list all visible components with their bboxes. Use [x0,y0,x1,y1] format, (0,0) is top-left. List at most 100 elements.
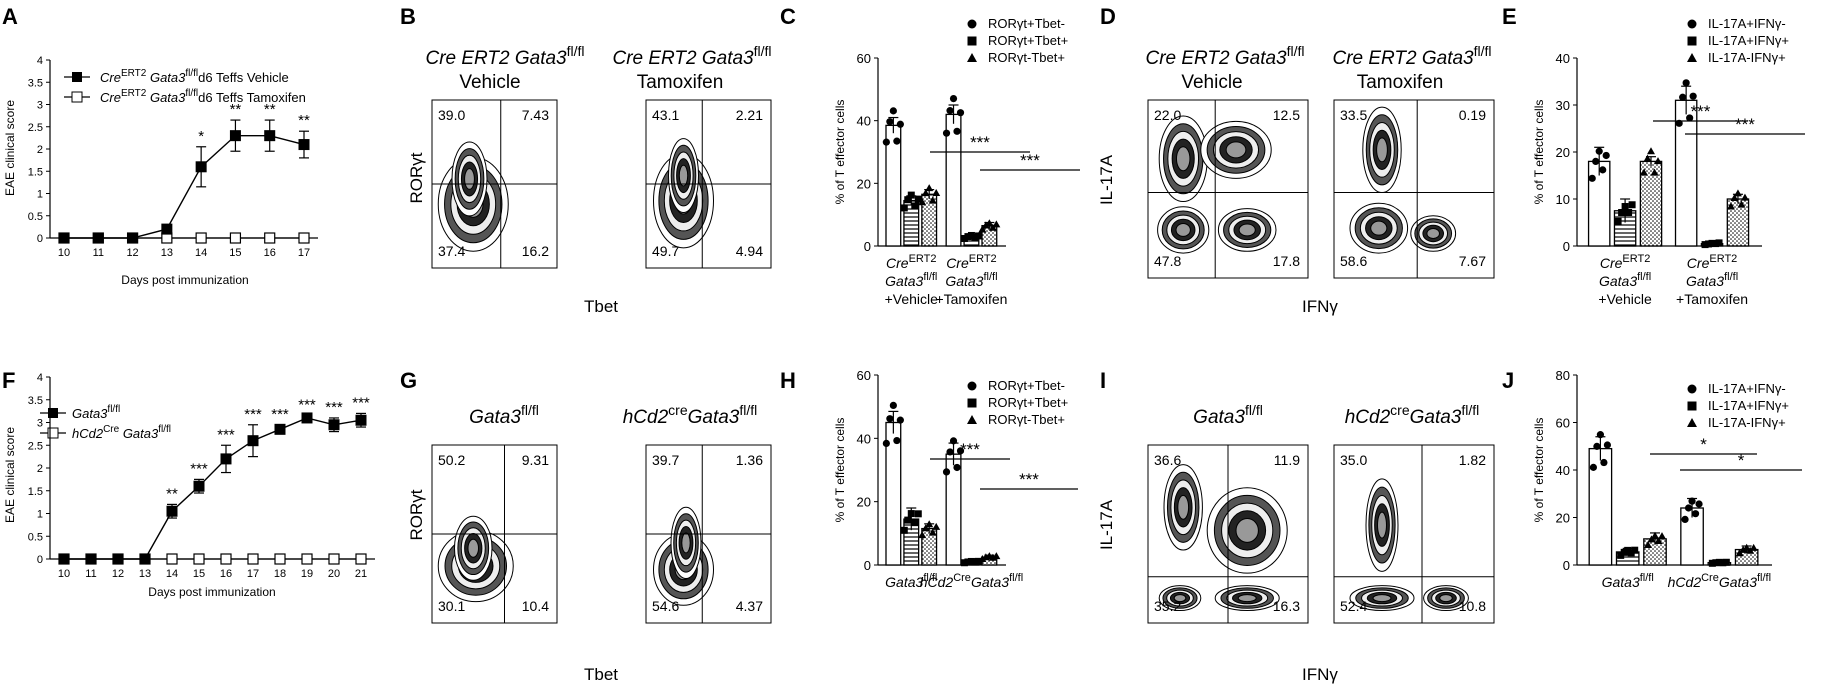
legend-marker-filled [72,72,82,82]
group-label-part: Cre [1600,255,1623,271]
scatter-point [978,225,987,233]
data-point-filled [161,223,173,235]
quadrant-value: 35.2 [1154,598,1181,614]
y-tick-label: 0.5 [28,211,43,223]
scatter-point [1737,200,1746,208]
flow-panel-i: Gata3fl/fl hCd2creGata3fl/fl IL-17A IFNγ [1097,402,1479,684]
y-tick-label: 0.5 [28,531,43,543]
scatter-point [1614,217,1622,225]
group-label-part: Gata3 [945,273,983,289]
quadrant-value: 39.0 [438,107,465,123]
panel-letter-c: C [780,4,796,29]
legend-label: IL-17A+IFNγ+ [1708,398,1789,413]
series-line-treated [64,417,362,560]
density-contour [1175,222,1191,237]
scatter-point [1682,79,1690,87]
data-point-open [193,553,205,565]
significance-label: * [1700,435,1707,454]
group-label-sup: fl/fl [1724,271,1738,283]
significance-label: *** [1691,102,1711,121]
data-point-filled [139,553,151,565]
quadrant-value: 43.1 [652,107,679,123]
density-contour [1370,220,1388,236]
chart-a-ylabel: EAE clinical score [3,100,17,196]
scatter-point [1589,463,1597,471]
y-tick-label: 40 [857,431,871,446]
quadrant-value: 22.0 [1154,107,1181,123]
flow-b-condition: Vehicle [459,72,520,93]
legend-label: IL-17A+IFNγ- [1708,16,1786,31]
group-label-part: Gata3 [885,273,923,289]
group-label: Gata3fl/fl [1602,572,1654,590]
legend-marker-square [1687,36,1697,46]
scatter-point [1681,515,1689,524]
density-contour [1439,594,1453,603]
scatter-point [974,557,982,565]
legend-entry-a-1: CreERT2 Gata3fl/fld6 Teffs Vehicle [100,68,289,85]
y-tick-label: 80 [1556,368,1570,383]
group-label-part: Gata3 [1686,273,1724,289]
group-label-sup: fl/fl [1637,271,1651,283]
flow-b-title: Cre ERT2 Gata3fl/fl [425,43,584,69]
scatter-point [900,204,908,212]
flow-b2-title: Cre ERT2 Gata3fl/fl [612,43,771,69]
scatter-point [1733,189,1742,197]
flow-i-xlabel: IFNγ [1302,665,1338,684]
legend-marker-circle [967,381,977,391]
scatter-point [946,107,954,115]
significance-label: *** [244,406,262,423]
scatter-point [1600,458,1608,467]
quadrant-value: 0.19 [1459,107,1486,123]
significance-label: ** [230,101,242,118]
chart-f-legend: Gata3fl/fl hCd2Cre Gata3fl/fl [40,404,171,441]
legend-marker-square [967,36,977,46]
quadrant-value: 39.7 [652,452,679,468]
quadrant-value: 16.3 [1273,598,1300,614]
quadrant-value: 11.9 [1274,452,1300,468]
scatter-point [1726,202,1735,210]
flow-i-ylabel: IL-17A [1097,499,1116,550]
data-point-open [328,553,340,565]
scatter-point [1647,147,1655,155]
group-label-sup: Cre [1701,572,1719,584]
legend-marker-circle [1687,19,1697,29]
group-label: CreERT2 [886,253,936,271]
legend-marker-square [967,398,977,408]
quadrant-value: 52.4 [1340,598,1367,614]
group-label: Gata3fl/fl [885,271,937,289]
scatter-point [896,120,904,128]
scatter-point [911,202,919,210]
group-label-sup: ERT2 [909,253,937,265]
y-tick-label: 4 [37,55,43,67]
flow-d-ylabel: IL-17A [1097,154,1116,205]
significance-label: *** [190,460,208,477]
y-tick-label: 60 [1556,416,1570,431]
y-tick-label: 0 [864,239,871,254]
scatter-point [1593,442,1601,450]
scatter-point [1603,441,1611,449]
scatter-point [949,95,958,103]
y-tick-label: 40 [1556,51,1570,66]
group-label-part: Cre [1687,255,1710,271]
x-tick-label: 10 [58,247,70,259]
scatter-point [1625,209,1633,217]
flow-d2-title: Cre ERT2 Gata3fl/fl [1332,43,1491,69]
scatter-point [1695,500,1703,508]
data-point-filled [193,480,205,492]
flow-d-condition: Vehicle [1181,72,1242,93]
scatter-point [893,137,901,145]
quadrant-value: 30.1 [438,598,465,614]
y-tick-label: 40 [1556,463,1570,478]
density-contour [464,168,475,190]
panel-letter-d: D [1100,4,1116,29]
data-point-open [220,553,232,565]
data-point-filled [229,130,241,142]
quadrant-value: 16.2 [522,243,549,259]
y-tick-label: 0 [37,554,43,566]
series-line-treated [64,134,305,239]
scatter-point [1689,92,1697,100]
scatter-point [1739,545,1748,553]
y-tick-label: 0 [864,558,871,573]
